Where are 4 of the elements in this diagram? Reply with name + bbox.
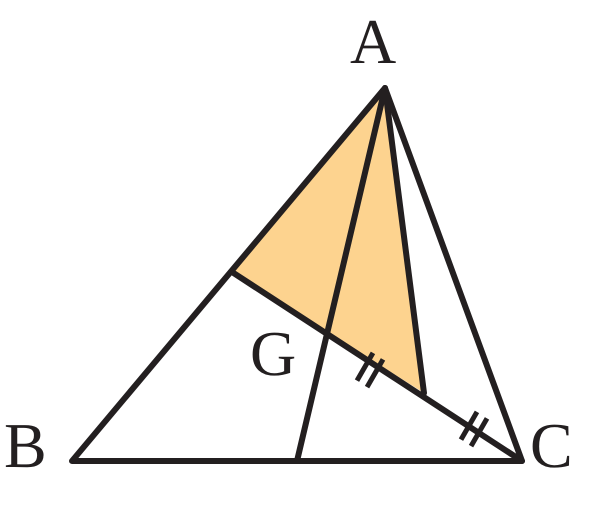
point-label: A [350,10,396,74]
point-label: C [530,414,573,478]
point-label: G [250,322,296,386]
point-label: B [4,414,47,478]
